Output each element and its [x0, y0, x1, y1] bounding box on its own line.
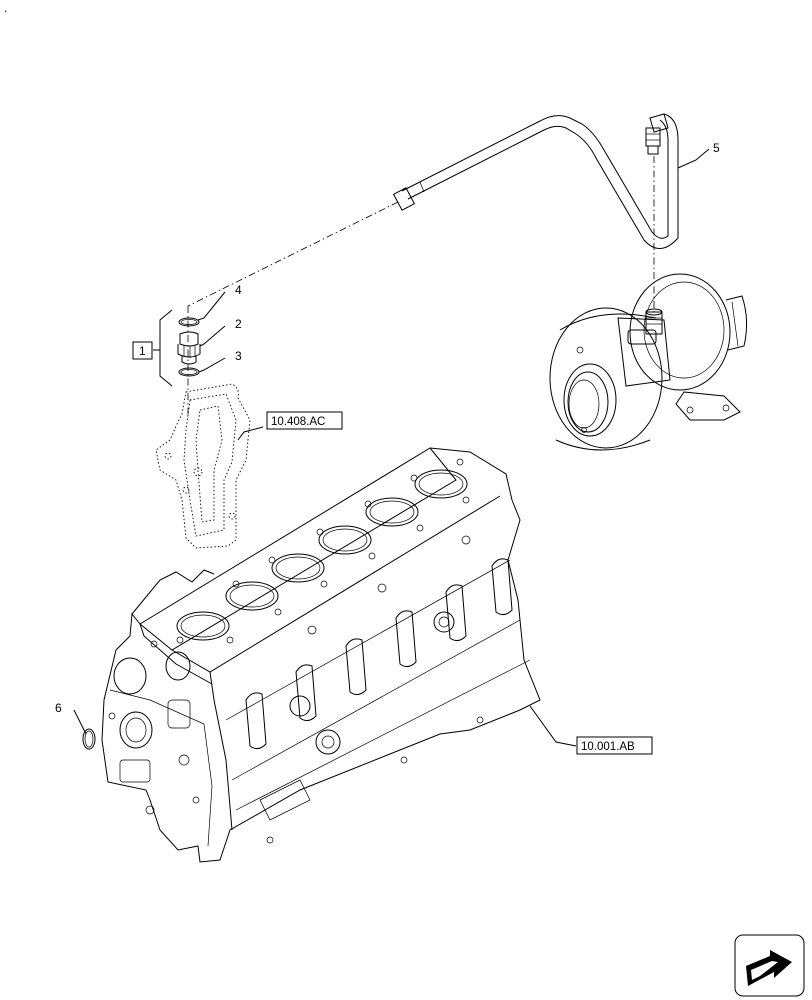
engine-block[interactable] [101, 447, 541, 863]
oil-cooler-cover[interactable] [155, 383, 251, 549]
callout-1-box: 1 [132, 341, 153, 360]
callout-4: 4 [235, 283, 242, 297]
reference-label-10-001-ab: 10.001.AB [581, 741, 635, 753]
callout-1: 1 [139, 344, 146, 358]
arrow-icon-highlight [751, 961, 778, 980]
assembly-lines [187, 156, 655, 418]
adapter-fitting[interactable] [177, 331, 201, 365]
next-page-button[interactable] [734, 934, 805, 997]
o-ring-upper[interactable] [178, 317, 200, 327]
callout-3: 3 [235, 349, 242, 363]
oil-pipe[interactable] [392, 113, 679, 249]
group-bracket [159, 309, 173, 387]
callout-5: 5 [713, 141, 720, 155]
callout-2: 2 [235, 317, 242, 331]
reference-label-10-408-ac: 10.408.AC [271, 416, 325, 428]
corner-mark: . [4, 1, 7, 15]
callout-6: 6 [55, 701, 62, 715]
o-ring-6[interactable] [82, 728, 96, 750]
reference-box-10-001-ab[interactable]: 10.001.AB [576, 736, 653, 755]
reference-box-10-408-ac[interactable]: 10.408.AC [266, 411, 343, 430]
o-ring-lower[interactable] [178, 367, 200, 377]
turbocharger[interactable] [549, 273, 748, 451]
leader-lines [73, 148, 710, 747]
